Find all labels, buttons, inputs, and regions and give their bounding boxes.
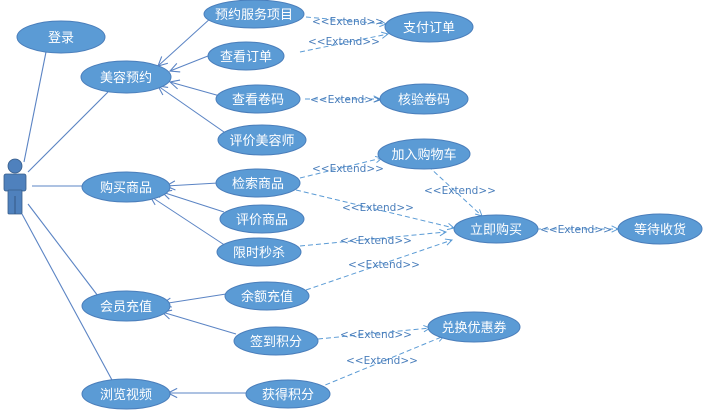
use-case-checkin-points[interactable]: 签到积分 xyxy=(233,326,319,356)
extend-labels: <<Extend>> <<Extend>> <<Extend>> <<Exten… xyxy=(308,16,612,367)
use-case-book-service[interactable]: 预约服务项目 xyxy=(203,0,305,29)
use-case-label: 登录 xyxy=(48,31,74,46)
use-case-rate-beautician[interactable]: 评价美容师 xyxy=(217,124,307,156)
use-case-redeem-coupon[interactable]: 兑换优惠券 xyxy=(427,311,521,343)
extend-lines xyxy=(295,16,618,389)
use-case-label: 美容预约 xyxy=(100,70,152,86)
use-case-label: 立即购买 xyxy=(470,222,522,238)
actor-associations xyxy=(21,51,113,381)
use-case-earn-points[interactable]: 获得积分 xyxy=(245,379,331,409)
association-login xyxy=(23,51,47,163)
extend-book-to-pay xyxy=(305,16,386,24)
extend-label: <<Extend>> xyxy=(312,163,384,175)
use-case-view-order[interactable]: 查看订单 xyxy=(207,41,285,71)
use-case-add-to-cart[interactable]: 加入购物车 xyxy=(377,138,471,170)
use-case-label: 等待收货 xyxy=(634,222,686,238)
use-case-browse-video[interactable]: 浏览视频 xyxy=(81,378,171,410)
use-case-rate-goods[interactable]: 评价商品 xyxy=(219,204,305,234)
extend-label: <<Extend>> xyxy=(540,224,612,236)
use-case-label: 支付订单 xyxy=(403,21,455,36)
association-browse-video xyxy=(21,213,113,381)
use-case-label: 会员充值 xyxy=(100,299,152,315)
use-case-balance-recharge[interactable]: 余额充值 xyxy=(224,281,310,311)
use-case-buy-now[interactable]: 立即购买 xyxy=(453,214,539,244)
use-case-verify-coupon-code[interactable]: 核验卷码 xyxy=(379,83,469,115)
use-case-label: 获得积分 xyxy=(262,387,314,403)
extend-recharge-to-buynow xyxy=(305,240,452,291)
line-rate-beautician xyxy=(158,86,225,133)
extend-flash-to-buynow xyxy=(299,232,446,247)
use-case-search-goods[interactable]: 检索商品 xyxy=(215,168,301,198)
use-case-buy-goods[interactable]: 购买商品 xyxy=(81,171,171,203)
use-case-label: 检索商品 xyxy=(232,177,284,192)
use-case-label: 评价美容师 xyxy=(229,133,294,149)
use-case-await-delivery[interactable]: 等待收货 xyxy=(617,213,703,245)
line-view-coupon-code xyxy=(170,82,221,97)
use-case-member-recharge[interactable]: 会员充值 xyxy=(81,290,171,322)
use-case-label: 加入购物车 xyxy=(391,147,456,163)
use-case-label: 浏览视频 xyxy=(100,387,152,403)
extend-label: <<Extend>> xyxy=(310,94,382,106)
inheritance-lines xyxy=(150,16,248,393)
line-book-service xyxy=(158,16,213,66)
extend-cart-to-buynow xyxy=(427,165,482,216)
extend-label: <<Extend>> xyxy=(424,185,496,197)
line-rate-goods xyxy=(162,192,225,213)
extend-checkin-to-redeem xyxy=(317,328,430,340)
extend-label: <<Extend>> xyxy=(342,202,414,214)
line-search-goods xyxy=(166,183,219,186)
use-case-label: 兑换优惠券 xyxy=(441,320,506,336)
actor-icon xyxy=(3,158,27,215)
line-view-order xyxy=(170,53,214,71)
use-case-label: 预约服务项目 xyxy=(215,7,293,23)
association-member-recharge xyxy=(27,203,99,297)
use-case-flash-sale[interactable]: 限时秒杀 xyxy=(216,237,302,267)
extend-order-to-pay xyxy=(299,34,388,53)
extend-label: <<Extend>> xyxy=(346,355,418,367)
use-cases: 登录 美容预约 预约服务项目 支付订单 查看订单 查看卷码 核验卷码 评价美容 xyxy=(16,0,703,410)
use-case-login[interactable]: 登录 xyxy=(16,20,106,54)
extend-label: <<Extend>> xyxy=(308,36,380,48)
use-case-beauty-booking[interactable]: 美容预约 xyxy=(80,60,172,94)
use-case-label: 查看卷码 xyxy=(232,92,284,108)
use-case-label: 核验卷码 xyxy=(398,92,450,108)
use-case-label: 限时秒杀 xyxy=(233,246,285,261)
extend-earn-to-redeem xyxy=(317,336,444,389)
use-case-label: 余额充值 xyxy=(241,289,293,305)
use-case-label: 评价商品 xyxy=(236,213,288,228)
use-case-label: 签到积分 xyxy=(250,334,302,350)
use-case-label: 购买商品 xyxy=(100,180,152,196)
use-case-label: 查看订单 xyxy=(220,49,272,65)
line-checkin-points xyxy=(162,312,237,335)
association-beauty-booking xyxy=(27,91,109,173)
extend-label: <<Extend>> xyxy=(340,329,412,341)
use-case-view-coupon-code[interactable]: 查看卷码 xyxy=(215,84,301,114)
line-balance-recharge xyxy=(162,293,227,304)
extend-search-to-cart xyxy=(299,158,382,179)
use-case-pay-order[interactable]: 支付订单 xyxy=(384,11,474,43)
extend-label: <<Extend>> xyxy=(340,235,412,247)
extend-label: <<Extend>> xyxy=(312,16,384,28)
extend-label: <<Extend>> xyxy=(348,259,420,271)
line-flash-sale xyxy=(150,196,227,247)
extend-search-to-buynow xyxy=(295,189,454,228)
